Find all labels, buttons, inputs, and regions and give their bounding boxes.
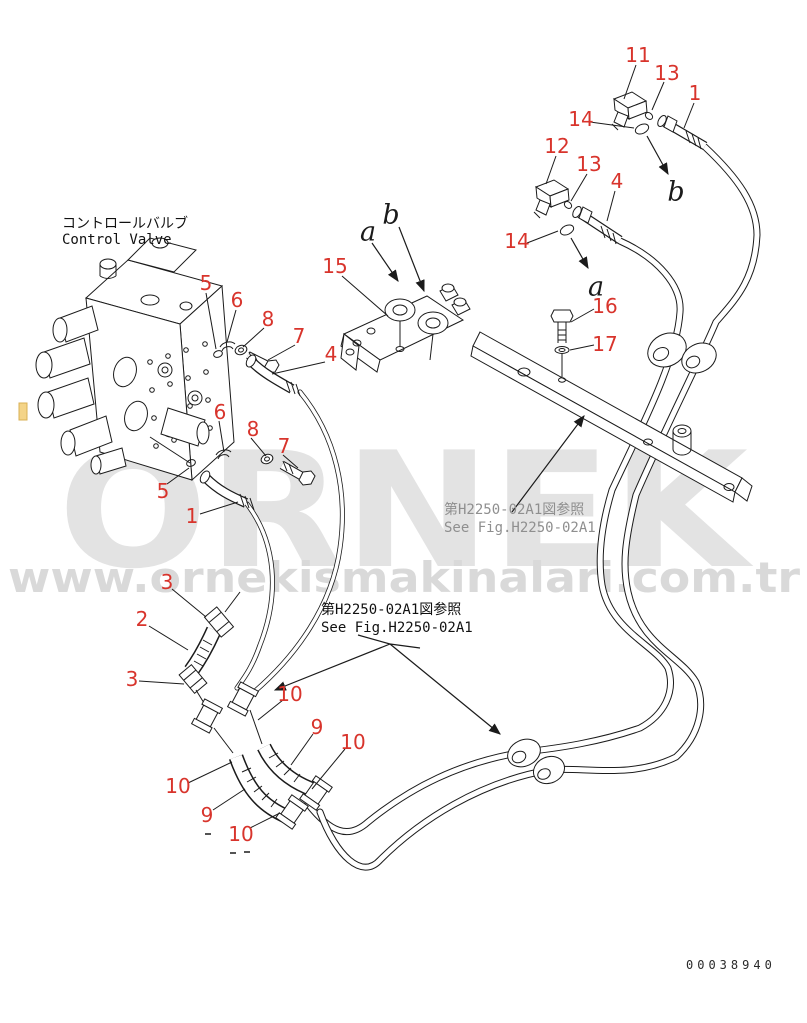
callout-12: 12	[544, 134, 570, 158]
leader-lines	[138, 64, 695, 829]
fig-ref-right-jp: 第H2250-02A1図参照	[444, 502, 585, 518]
control-valve-title-en: Control Valve	[62, 232, 172, 248]
control-valve	[18, 237, 235, 482]
callout-1: 1	[688, 81, 702, 105]
callout-14: 14	[504, 229, 530, 253]
callout-b: b	[667, 176, 685, 208]
callout-9: 9	[310, 715, 324, 739]
grommets	[507, 332, 717, 785]
arrows	[273, 135, 669, 735]
callout-5: 5	[156, 479, 170, 503]
callout-13: 13	[576, 152, 602, 176]
callout-1: 1	[185, 504, 199, 528]
valve-small-parts	[149, 341, 316, 511]
callout-a: a	[359, 216, 377, 248]
drawing-number: 00038940	[686, 958, 776, 972]
callout-4: 4	[324, 342, 338, 366]
fig-ref-mid-jp: 第H2250-02A1図参照	[321, 602, 462, 618]
watermark-url: www.ornekismakinalari.com.tr	[8, 553, 800, 602]
hose-assembly	[178, 591, 333, 854]
callout-6: 6	[230, 288, 244, 312]
callout-10: 10	[340, 730, 366, 754]
callout-13: 13	[654, 61, 680, 85]
callout-10: 10	[277, 682, 303, 706]
callout-6: 6	[213, 400, 227, 424]
callout-5: 5	[199, 271, 213, 295]
fig-reference-mid: 第H2250-02A1図参照 See Fig.H2250-02A1	[321, 601, 473, 637]
fig-reference-right: 第H2250-02A1図参照 See Fig.H2250-02A1	[444, 501, 596, 537]
callout-9: 9	[200, 803, 214, 827]
callout-2: 2	[135, 607, 149, 631]
callout-b: b	[382, 199, 400, 231]
callout-7: 7	[277, 434, 291, 458]
mounting-bar	[470, 309, 753, 503]
callout-3: 3	[125, 667, 139, 691]
fig-ref-mid-en: See Fig.H2250-02A1	[321, 620, 473, 636]
top-right-fittings	[533, 91, 708, 245]
fig-ref-right-en: See Fig.H2250-02A1	[444, 520, 596, 536]
callout-10: 10	[165, 774, 191, 798]
callout-4: 4	[610, 169, 624, 193]
callout-7: 7	[292, 324, 306, 348]
control-valve-title-jp: コントロールバルブ	[62, 216, 188, 232]
bracket-15	[340, 283, 471, 373]
callout-a: a	[587, 271, 605, 303]
callout-3: 3	[160, 570, 174, 594]
callout-16: 16	[592, 294, 618, 318]
callout-8: 8	[246, 417, 260, 441]
callout-15: 15	[322, 254, 348, 278]
callout-17: 17	[592, 332, 618, 356]
callout-11: 11	[625, 43, 651, 67]
callout-14: 14	[568, 107, 594, 131]
callout-8: 8	[261, 307, 275, 331]
callout-10: 10	[228, 822, 254, 846]
